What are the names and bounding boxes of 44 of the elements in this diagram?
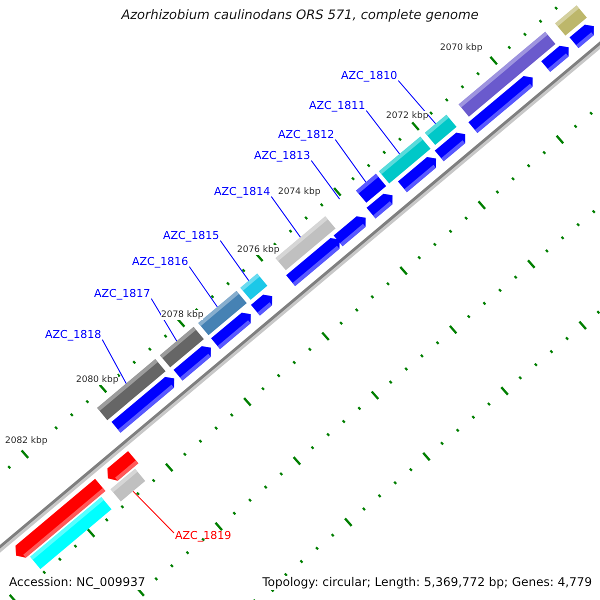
leader-line — [366, 110, 400, 154]
leader-line — [150, 298, 178, 342]
gene-label: AZC_1813 — [254, 150, 310, 163]
scale-label: 2078 kbp — [161, 310, 204, 320]
cds-block — [570, 24, 594, 48]
cds-block — [334, 216, 366, 246]
leader-line — [132, 490, 174, 534]
title: Azorhizobium caulinodans ORS 571, complete genome — [120, 9, 480, 24]
leader-line — [102, 339, 127, 384]
gene-bar — [240, 274, 268, 300]
cds-block — [174, 346, 211, 381]
gene-label: AZC_1815 — [163, 230, 220, 243]
genome-info-text: Topology: circular; Length: 5,369,772 bp; Genes: 4,779 — [262, 576, 592, 590]
gene-label: AZC_1810 — [341, 70, 398, 83]
scale-label: 2076 kbp — [237, 245, 280, 256]
gene-bar — [110, 468, 146, 502]
gene-label: AZC_1817 — [94, 288, 150, 301]
cds-block — [398, 157, 436, 192]
accession-text: Accession: NC_009937 — [9, 576, 146, 590]
cds-block — [541, 46, 569, 72]
cds-block — [468, 76, 533, 133]
leader-line — [398, 80, 436, 124]
leader-line — [188, 266, 218, 308]
gene-label: AZC_1811 — [309, 100, 366, 113]
gene-label: AZC_1818 — [45, 329, 102, 342]
leader-line — [334, 139, 366, 183]
gene-label: AZC_1819 — [175, 530, 232, 543]
cds-block — [286, 238, 340, 286]
cds-block — [434, 132, 466, 162]
leader-line — [310, 160, 340, 200]
scale-label: 2072 kbp — [386, 111, 428, 122]
cds-block — [366, 194, 392, 218]
scale-label: 2070 kbp — [440, 43, 482, 54]
cds-block — [250, 294, 272, 316]
gene-label: AZC_1814 — [214, 186, 270, 199]
leader-line — [270, 196, 301, 238]
leader-line — [220, 240, 250, 282]
gene-label: AZC_1812 — [278, 129, 334, 142]
scale-label: 2074 kbp — [278, 187, 320, 198]
scale-label: 2080 kbp — [76, 375, 118, 386]
cds-block — [211, 312, 251, 350]
scale-label: 2082 kbp — [5, 436, 48, 446]
gene-bar — [30, 497, 112, 570]
gene-label: AZC_1816 — [132, 256, 188, 269]
